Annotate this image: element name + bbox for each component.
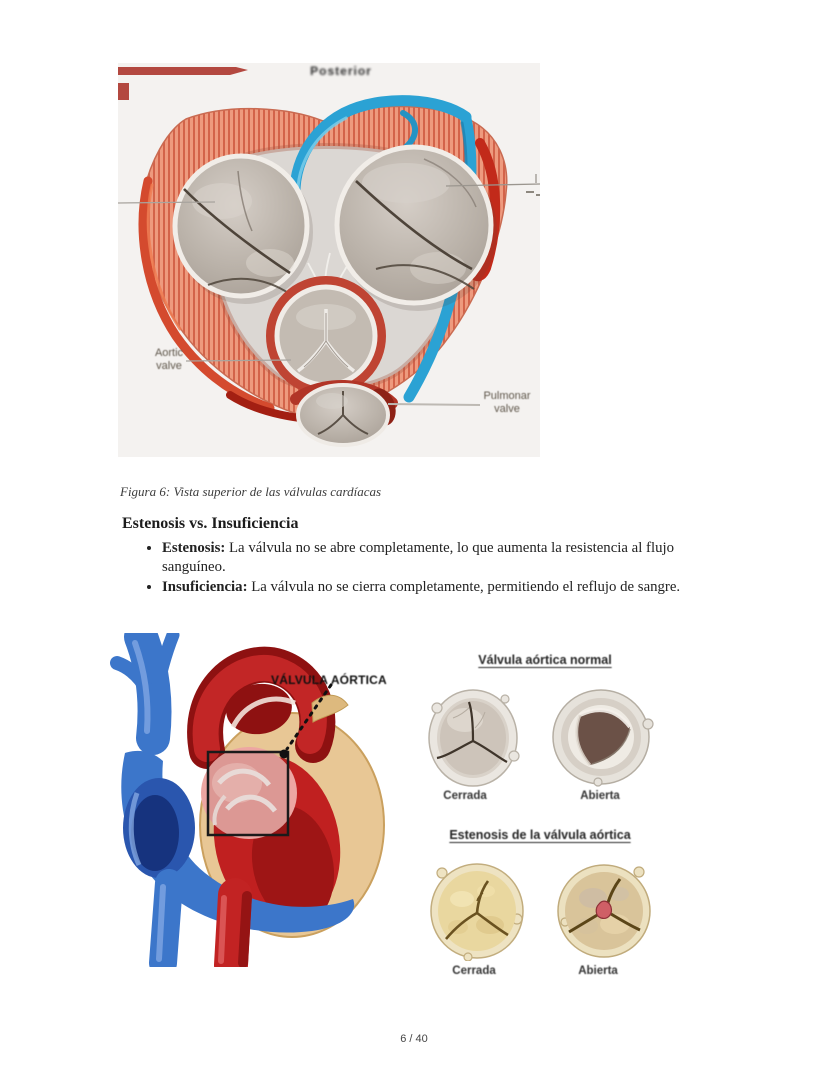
- list-item-estenosis: Estenosis: La válvula no se abre complet…: [162, 539, 696, 577]
- label-normal-open: Abierta: [580, 790, 620, 802]
- valve-stenosis-closed-illustration: [430, 863, 524, 961]
- bullet-text: La válvula no se cierra completamente, p…: [247, 578, 681, 595]
- figure-caption: Figura 6: Vista superior de las válvulas…: [120, 484, 382, 499]
- bullet-term: Insuficiencia:: [162, 578, 248, 595]
- leader-lines: [118, 174, 540, 406]
- tricuspid-valve: [172, 153, 313, 304]
- figure-aortic-stenosis: VÁLVULA AÓRTICA Válvula aórtica normal: [107, 633, 683, 991]
- label-stenosis-closed: Cerrada: [452, 965, 496, 977]
- heart-cross-section-illustration: [110, 633, 385, 967]
- page-number: 6 / 40: [400, 1033, 428, 1045]
- title-stenosis-valve: Estenosis de la válvula aórtica: [449, 828, 631, 842]
- venous-structures-blue: [110, 633, 355, 967]
- valve-normal-open-illustration: [552, 689, 654, 787]
- label-aortic-valve: Aortic valve: [146, 347, 192, 373]
- label-stenosis-open: Abierta: [578, 965, 618, 977]
- red-banner-artifact: [118, 67, 248, 100]
- valve-normal-closed-illustration: [428, 689, 520, 787]
- label-normal-closed: Cerrada: [443, 790, 487, 802]
- title-normal-valve: Válvula aórtica normal: [478, 653, 612, 667]
- label-aortic-line1: Aortic: [154, 347, 184, 359]
- bullet-list: Estenosis: La válvula no se abre complet…: [126, 539, 696, 597]
- label-pulmonary-line2: valve: [494, 403, 520, 415]
- mitral-valve: [334, 144, 497, 311]
- label-pulmonary-valve: Pulmonar valve: [478, 390, 536, 416]
- list-item-insuficiencia: Insuficiencia: La válvula no se cierra c…: [162, 578, 696, 597]
- label-posterior: Posterior: [310, 64, 372, 78]
- heart-superior-illustration: [118, 67, 540, 447]
- aortic-valve: [266, 276, 386, 396]
- valve-stenosis-open-illustration: [557, 864, 651, 958]
- section-heading: Estenosis vs. Insuficiencia: [122, 515, 299, 532]
- label-aortic-line2: valve: [156, 360, 182, 372]
- dotted-arrow: [279, 683, 333, 759]
- bullet-text: La válvula no se abre completamente, lo …: [162, 540, 674, 575]
- label-pulmonary-line1: Pulmonar: [483, 390, 531, 402]
- pulmonary-valve: [290, 379, 398, 447]
- highlight-box: [206, 750, 290, 837]
- label-valvula-aortica: VÁLVULA AÓRTICA: [271, 673, 387, 687]
- figure-valves-superior: Posterior Aortic valve Pulmonar valve: [118, 63, 540, 457]
- bullet-term: Estenosis:: [162, 540, 226, 556]
